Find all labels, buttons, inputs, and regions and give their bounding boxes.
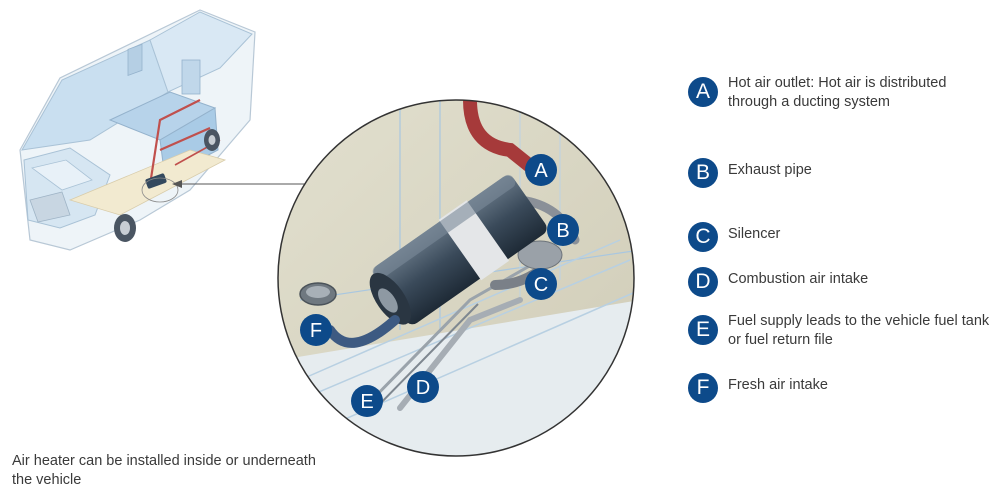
legend-item-e: E Fuel supply leads to the vehicle fuel … bbox=[688, 312, 990, 350]
zoom-detail-circle: A B C D E F bbox=[277, 99, 635, 457]
badge-e: E bbox=[351, 385, 383, 417]
caption: Air heater can be installed inside or un… bbox=[12, 453, 316, 488]
legend-text-c: Silencer bbox=[728, 226, 781, 242]
badge-a: A bbox=[525, 154, 557, 186]
legend-badge-d: D bbox=[688, 267, 718, 297]
legend-item-c: C Silencer bbox=[688, 219, 990, 252]
svg-text:A: A bbox=[534, 160, 548, 182]
legend-badge-e: E bbox=[688, 315, 718, 345]
svg-text:D: D bbox=[416, 377, 430, 399]
badge-d: D bbox=[407, 371, 439, 403]
legend-badge-a: A bbox=[688, 77, 718, 107]
legend-text-b: Exhaust pipe bbox=[728, 162, 812, 178]
svg-text:B: B bbox=[556, 220, 569, 242]
legend-badge-c: C bbox=[688, 222, 718, 252]
motorhome-illustration bbox=[19, 9, 256, 251]
legend-badge-b: B bbox=[688, 158, 718, 188]
legend-badge-f: F bbox=[688, 373, 718, 403]
svg-text:F: F bbox=[310, 320, 322, 342]
badge-f: F bbox=[300, 314, 332, 346]
legend-text-f: Fresh air intake bbox=[728, 377, 828, 393]
legend-text-d: Combustion air intake bbox=[728, 271, 869, 287]
legend-text-a: Hot air outlet: Hot air is distributed t… bbox=[728, 75, 947, 110]
badge-b: B bbox=[547, 214, 579, 246]
svg-text:C: C bbox=[534, 274, 548, 296]
legend-item-f: F Fresh air intake bbox=[688, 370, 990, 403]
heater-diagram-illustration: A B C D E F bbox=[19, 9, 635, 457]
legend-item-d: D Combustion air intake bbox=[688, 264, 990, 297]
legend-text-e: Fuel supply leads to the vehicle fuel ta… bbox=[728, 313, 990, 348]
legend-item-a: A Hot air outlet: Hot air is distributed… bbox=[688, 74, 990, 112]
legend-item-b: B Exhaust pipe bbox=[688, 155, 990, 188]
svg-text:E: E bbox=[360, 391, 373, 413]
badge-c: C bbox=[525, 268, 557, 300]
